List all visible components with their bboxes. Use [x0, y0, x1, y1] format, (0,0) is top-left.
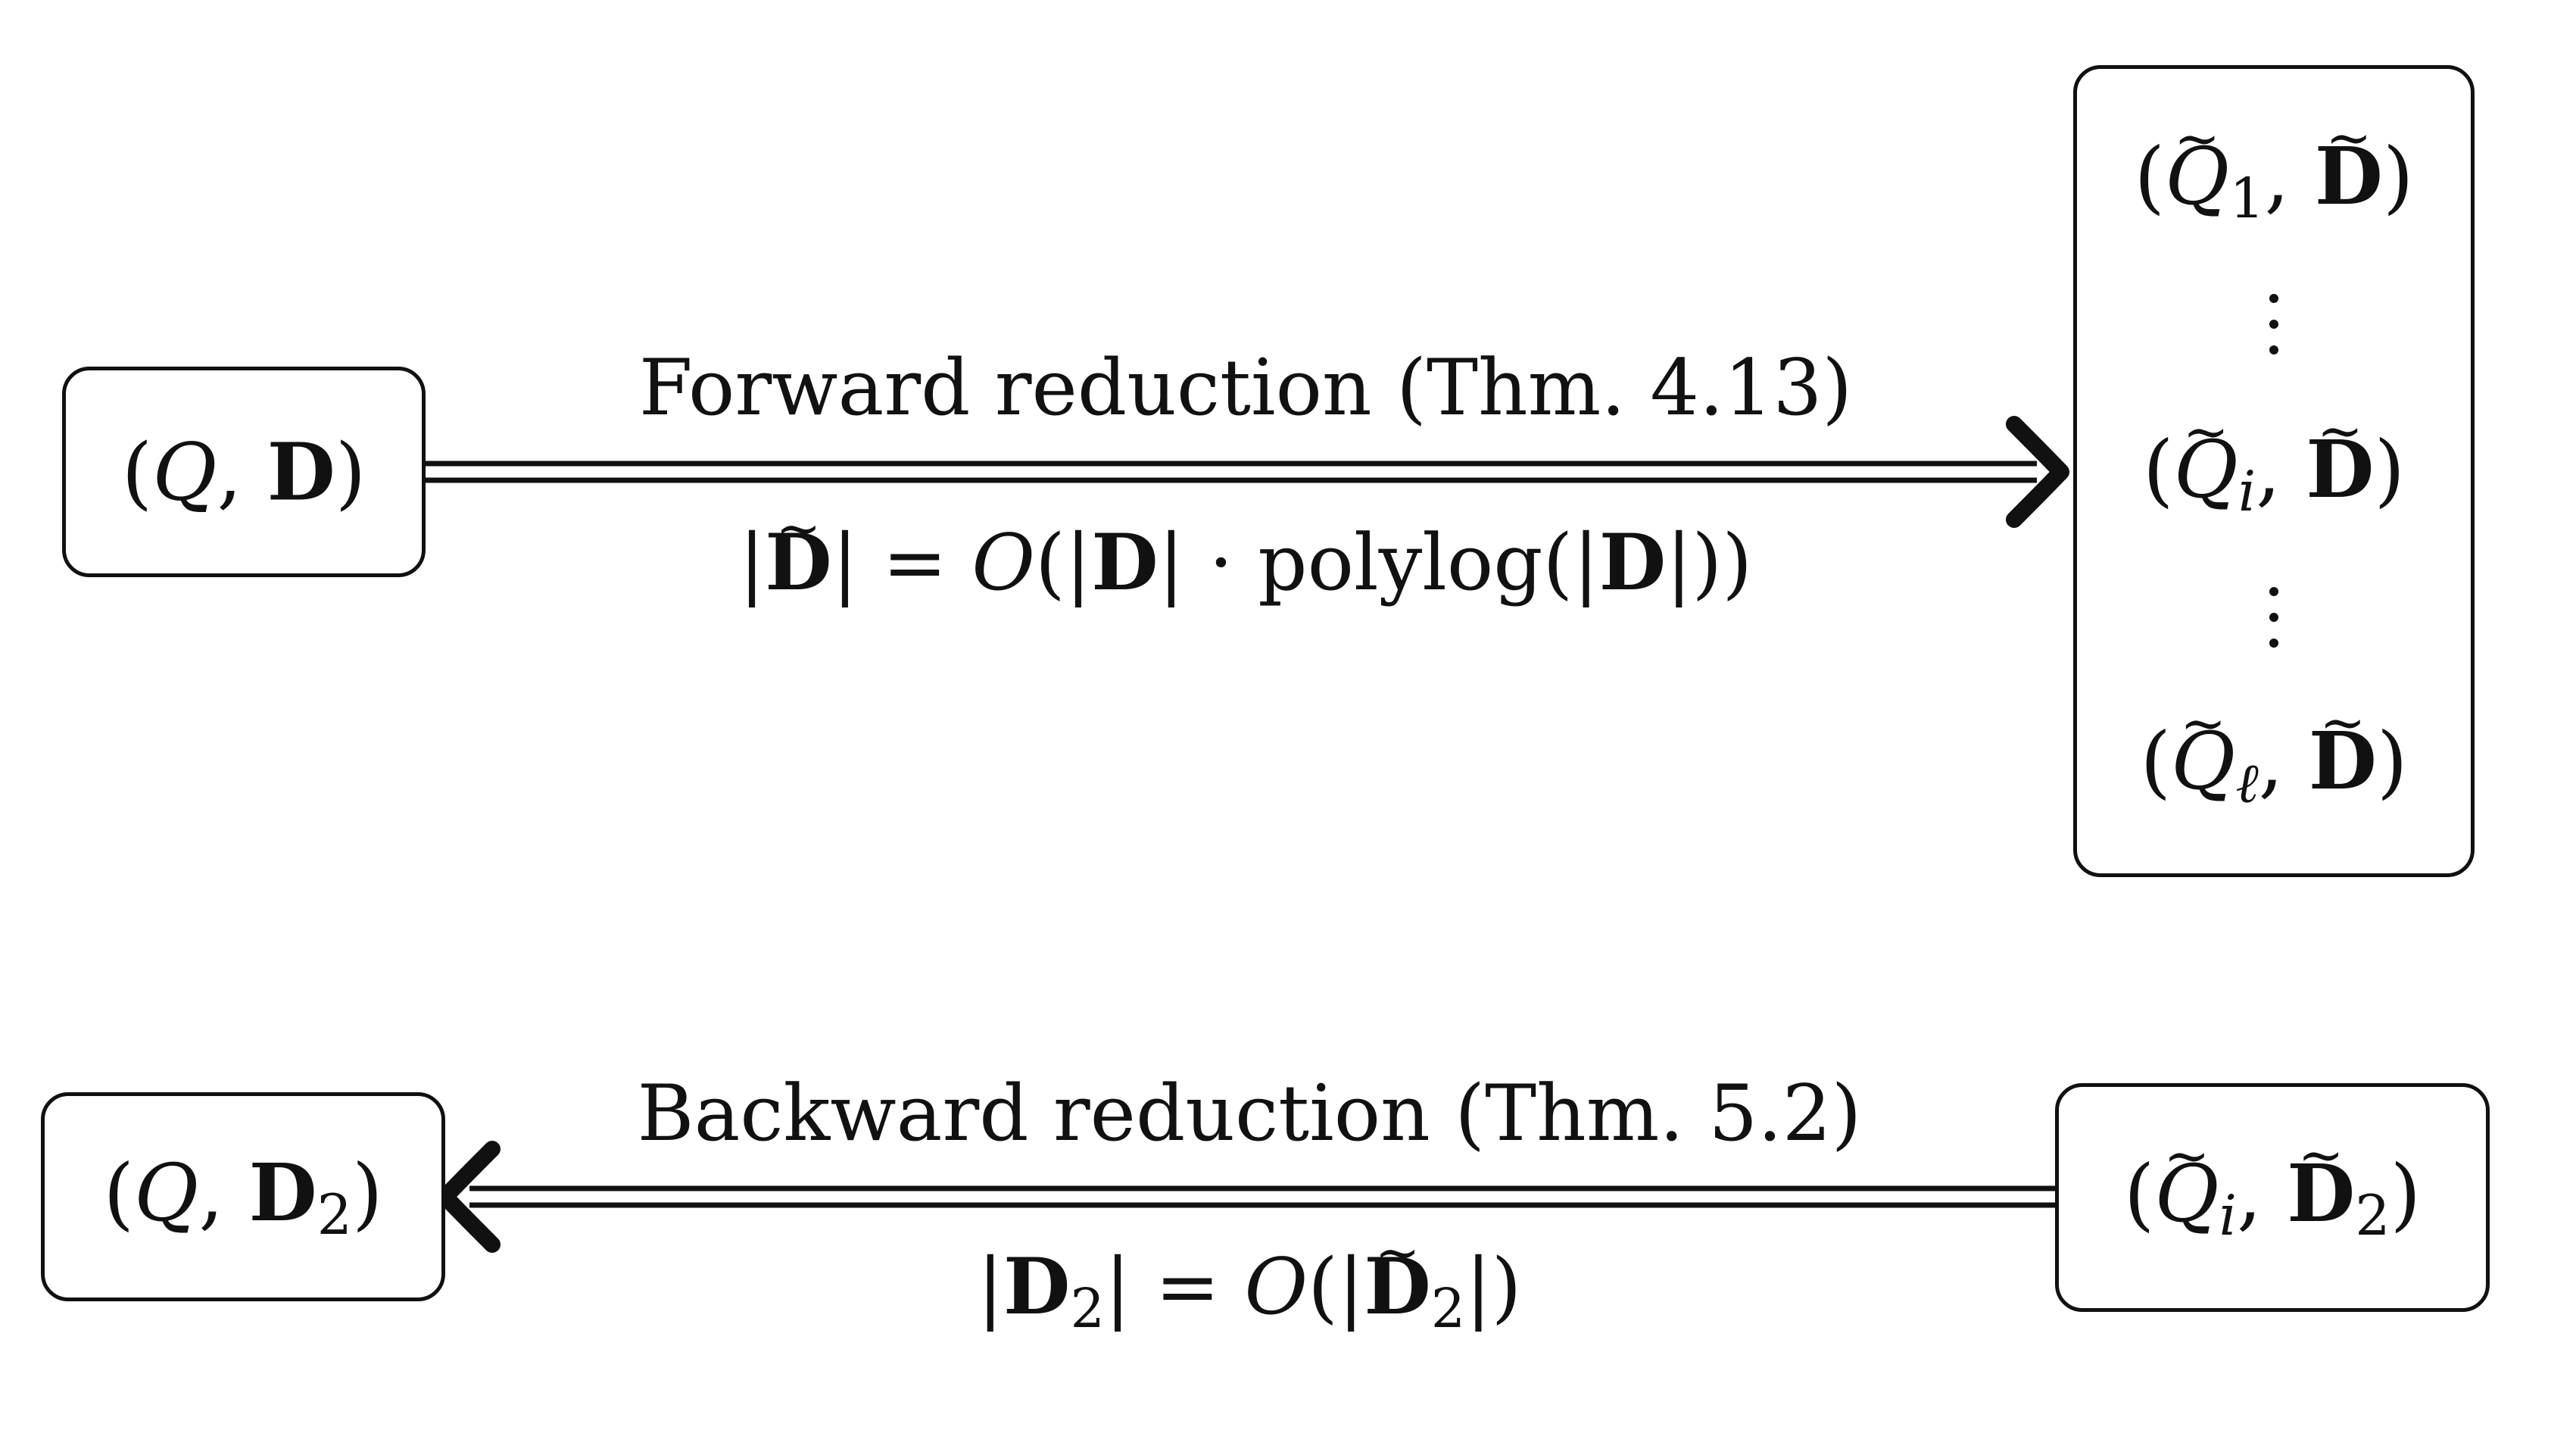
- vertical-ellipsis-icon: [2269, 587, 2278, 664]
- backward-target-node: [41, 1092, 445, 1301]
- forward-target-node: [2073, 65, 2475, 877]
- backward-arrow: [437, 1141, 2055, 1253]
- backward-size-bound: |D2| = O(|D~2|): [977, 1221, 1522, 1340]
- forward-arrow: [426, 416, 2069, 528]
- forward-target-item-i: (Q~i, D~): [2142, 399, 2406, 525]
- forward-target-item-l: (Q~ℓ, D~): [2140, 691, 2408, 817]
- backward-source-label: (Q~i, D~2): [2123, 1123, 2422, 1249]
- vertical-ellipsis-icon: [2269, 294, 2278, 371]
- forward-source-label: (Q, D): [121, 425, 366, 519]
- backward-title: Backward reduction (Thm. 5.2): [637, 1069, 1862, 1159]
- forward-target-item-1: (Q~1, D~): [2134, 106, 2414, 232]
- forward-title: Forward reduction (Thm. 4.13): [638, 343, 1853, 433]
- backward-source-node: [2055, 1083, 2490, 1312]
- forward-source-node: [62, 367, 426, 577]
- backward-target-label: (Q, D2): [103, 1145, 383, 1248]
- forward-size-bound: |D~| = O(|D| · polylog(|D|)): [738, 497, 1753, 608]
